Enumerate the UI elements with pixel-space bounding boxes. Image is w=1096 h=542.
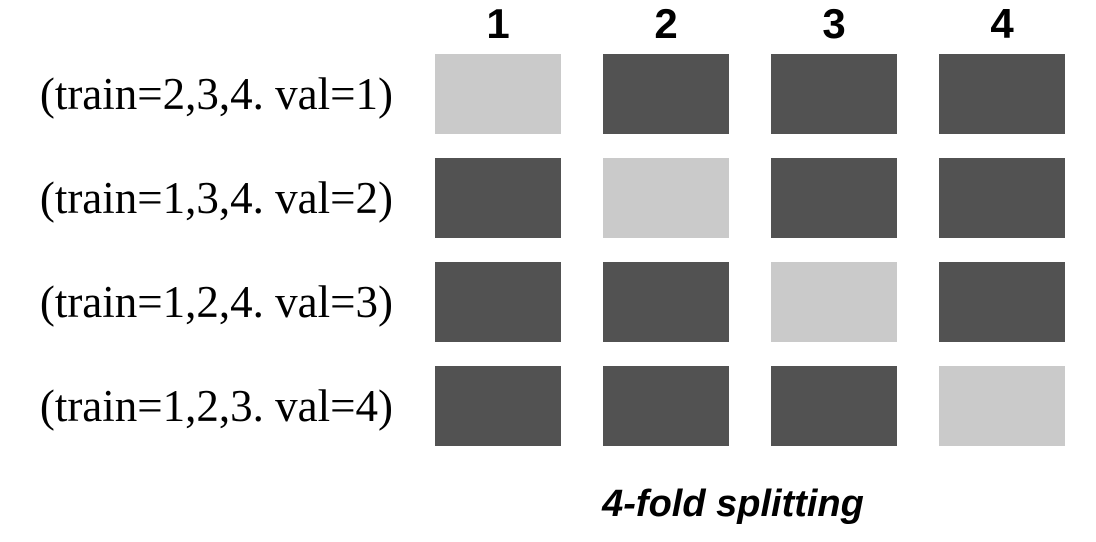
fold-column-header-2: 2: [654, 0, 678, 47]
row-label-val4: (train=1,2,3. val=4): [39, 381, 393, 431]
row-label-val3: (train=1,2,4. val=3): [39, 277, 393, 327]
fold-cell: [771, 262, 897, 342]
diagram-caption: 4-fold splitting: [602, 483, 864, 525]
row-label-val2: (train=1,3,4. val=2): [39, 173, 393, 223]
fold-grid: 1 2 3 4 (train=2,3,4. val=1) (train=1,3,…: [39, 0, 1065, 446]
fold-cell: [435, 54, 561, 134]
fold-column-header-4: 4: [990, 0, 1014, 47]
fold-cell: [603, 366, 729, 446]
fold-column-header-3: 3: [822, 0, 846, 47]
fold-column-header-1: 1: [486, 0, 510, 47]
fold-cell: [435, 366, 561, 446]
fold-cell: [939, 366, 1065, 446]
row-label-val1: (train=2,3,4. val=1): [39, 69, 393, 119]
fold-cell: [603, 54, 729, 134]
fold-cell: [771, 366, 897, 446]
fold-cell: [603, 262, 729, 342]
fold-cell: [939, 262, 1065, 342]
fold-cell: [435, 158, 561, 238]
fold-cell: [939, 158, 1065, 238]
fold-cell: [939, 54, 1065, 134]
fold-cell: [771, 54, 897, 134]
fold-cell: [435, 262, 561, 342]
fold-cell: [771, 158, 897, 238]
fold-cell: [603, 158, 729, 238]
